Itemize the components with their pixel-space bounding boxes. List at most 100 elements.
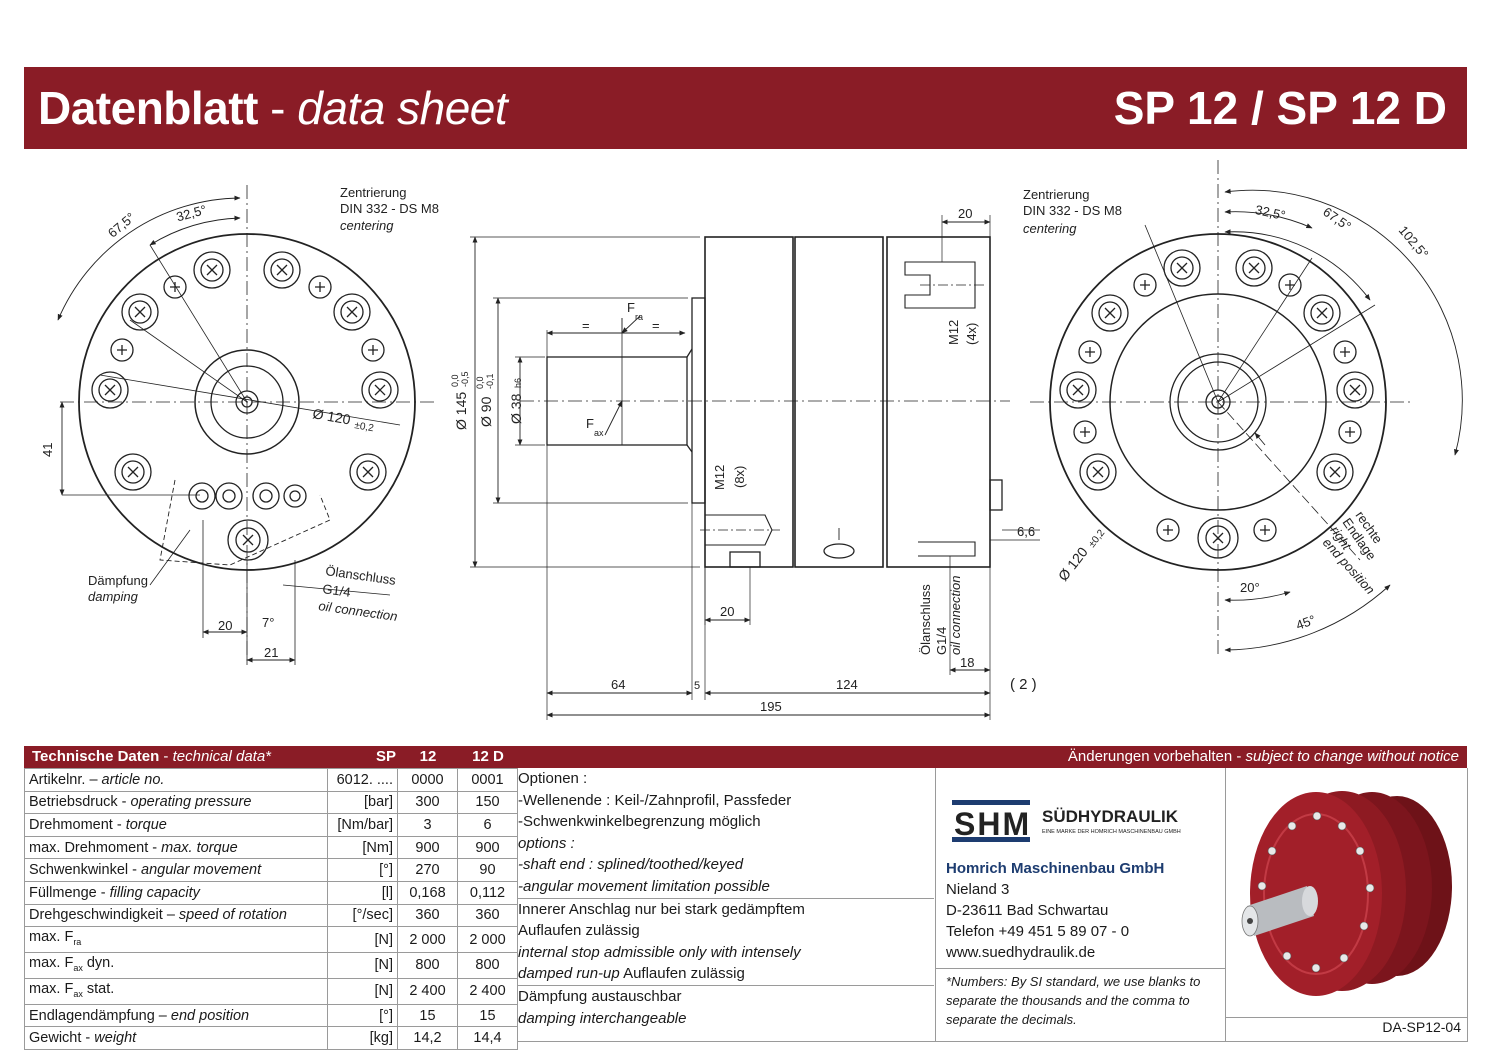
svg-text:DIN 332 - DS M8: DIN 332 - DS M8	[340, 201, 439, 216]
value-sp12: 2 000	[397, 926, 458, 954]
svg-text:( 2 ): ( 2 )	[1010, 676, 1037, 693]
param-label: max. Fax dyn.	[24, 952, 328, 979]
param-unit: [°]	[327, 858, 398, 882]
param-label: Gewicht - weight	[24, 1026, 328, 1051]
svg-text:Zentrierung: Zentrierung	[1023, 187, 1089, 202]
param-unit: [N]	[327, 977, 398, 1005]
svg-text:Ø 38: Ø 38	[508, 393, 524, 424]
svg-text:Ölanschluss: Ölanschluss	[918, 584, 933, 655]
company-address: Homrich Maschinenbau GmbH Nieland 3 D-23…	[946, 860, 1165, 961]
banner-title: Datenblatt - data sheet	[38, 82, 508, 134]
value-sp12: 2 400	[397, 977, 458, 1005]
svg-text:0,0: 0,0	[475, 376, 485, 389]
svg-text:-0,1: -0,1	[485, 373, 495, 389]
param-unit: 6012. ....	[327, 768, 398, 792]
value-sp12: 300	[397, 790, 458, 815]
tech-data-header: Technische Daten - technical data* SP 12…	[24, 746, 1467, 768]
value-sp12d: 360	[457, 903, 518, 928]
value-sp12d: 15	[457, 1003, 518, 1028]
svg-text:21: 21	[264, 645, 278, 660]
product-photo	[1241, 791, 1452, 996]
change-notice: Änderungen vorbehalten - subject to chan…	[1067, 748, 1459, 765]
left-view-labels: 67,5° 32,5° Zentrierung DIN 332 - DS M8 …	[40, 185, 439, 660]
param-label: Betriebsdruck - operating pressure	[24, 790, 328, 815]
param-label: max. Fax stat.	[24, 977, 328, 1005]
svg-text:F: F	[586, 416, 594, 431]
param-unit: [°]	[327, 1003, 398, 1028]
svg-text:±0,2: ±0,2	[1087, 527, 1108, 549]
svg-text:Ø 120: Ø 120	[1055, 544, 1091, 584]
svg-text:(4x): (4x)	[964, 323, 979, 345]
svg-text:195: 195	[760, 699, 782, 714]
value-sp12: 270	[397, 858, 458, 882]
svg-text:45°: 45°	[1294, 612, 1318, 633]
svg-text:G1/4: G1/4	[322, 581, 352, 600]
logo-tagline: EINE MARKE DER HOMRICH MASCHINENBAU GMBH	[1042, 829, 1181, 835]
value-sp12d: 0,112	[457, 880, 518, 905]
left-front-view	[57, 185, 435, 665]
value-sp12: 3	[397, 813, 458, 837]
param-label: Drehgeschwindigkeit – speed of rotation	[24, 903, 328, 928]
param-unit: [°/sec]	[327, 903, 398, 928]
svg-text:124: 124	[836, 677, 858, 692]
svg-text:M12: M12	[712, 465, 727, 490]
col-header-12d: 12 D	[472, 748, 504, 765]
param-label: Füllmenge - filling capacity	[24, 880, 328, 905]
param-unit: [Nm]	[327, 835, 398, 860]
right-front-view	[1030, 160, 1463, 655]
logo-brand: SÜDHYDRAULIK	[1042, 807, 1179, 826]
param-label: Artikelnr. – article no.	[24, 768, 328, 792]
svg-text:41: 41	[40, 443, 55, 457]
svg-text:h6: h6	[513, 378, 523, 388]
svg-text:(8x): (8x)	[732, 466, 747, 488]
col-header-sp: SP	[375, 748, 396, 765]
svg-text:-0,5: -0,5	[460, 371, 470, 387]
svg-text:0,0: 0,0	[450, 374, 460, 387]
value-sp12d: 14,4	[457, 1026, 518, 1051]
svg-text:=: =	[652, 318, 660, 333]
svg-text:32,5°: 32,5°	[1254, 202, 1287, 223]
number-format-note: *Numbers: By SI standard, we use blanks …	[946, 974, 1201, 1027]
table-row: Betriebsdruck - operating pressure[bar]3…	[24, 790, 518, 815]
value-sp12d: 150	[457, 790, 518, 815]
logo-mark: SHM	[954, 806, 1031, 842]
header-banner: Datenblatt - data sheet SP 12 / SP 12 D	[24, 67, 1467, 149]
suedhydraulik-logo: SHM SÜDHYDRAULIK EINE MARKE DER HOMRICH …	[952, 800, 1181, 842]
svg-text:ra: ra	[635, 312, 643, 322]
value-sp12: 14,2	[397, 1026, 458, 1051]
svg-text:20°: 20°	[1240, 580, 1260, 595]
svg-text:67,5°: 67,5°	[105, 210, 138, 241]
value-sp12: 900	[397, 835, 458, 860]
svg-text:Ø 145: Ø 145	[453, 392, 469, 430]
svg-text:=: =	[582, 318, 590, 333]
value-sp12: 800	[397, 952, 458, 979]
svg-text:20: 20	[720, 604, 734, 619]
table-row: Drehgeschwindigkeit – speed of rotation[…	[24, 903, 518, 928]
svg-text:Ø 90: Ø 90	[478, 396, 494, 427]
svg-text:18: 18	[960, 655, 974, 670]
svg-text:G1/4: G1/4	[934, 627, 949, 655]
svg-text:7°: 7°	[262, 615, 274, 630]
website-link[interactable]: www.suedhydraulik.de	[946, 944, 1096, 961]
value-sp12: 360	[397, 903, 458, 928]
svg-text:5: 5	[694, 680, 700, 692]
param-unit: [N]	[327, 926, 398, 954]
col-header-12: 12	[419, 748, 437, 765]
param-label: max. Drehmoment - max. torque	[24, 835, 328, 860]
value-sp12d: 900	[457, 835, 518, 860]
svg-text:6,6: 6,6	[1017, 524, 1035, 539]
svg-text:M12: M12	[946, 320, 961, 345]
svg-text:20: 20	[218, 618, 232, 633]
value-sp12: 15	[397, 1003, 458, 1028]
svg-text:DIN 332 - DS M8: DIN 332 - DS M8	[1023, 203, 1122, 218]
divider-options	[935, 768, 936, 1041]
banner-model: SP 12 / SP 12 D	[1113, 82, 1447, 134]
